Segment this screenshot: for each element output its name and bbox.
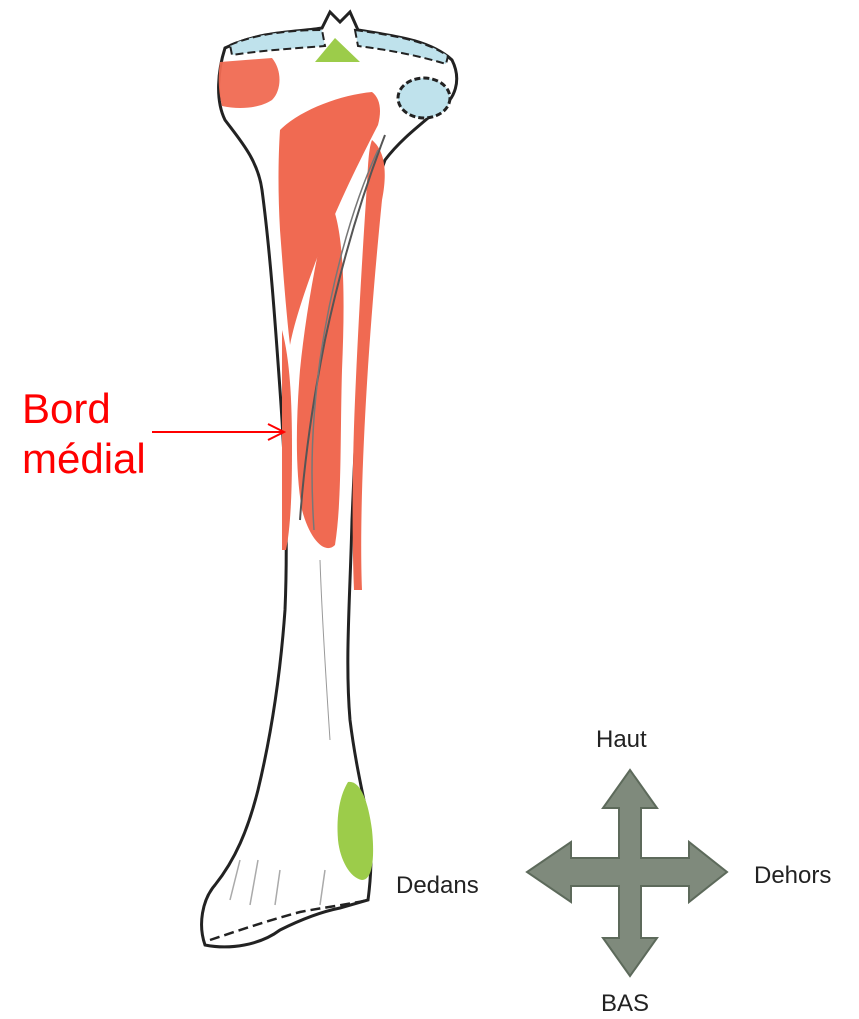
orientation-compass-arrow (527, 770, 727, 976)
bord-medial-label: Bord médial (22, 384, 146, 485)
direction-medial-label: Dedans (396, 872, 479, 900)
fibular-facet (398, 78, 450, 118)
bord-medial-label-line2: médial (22, 434, 146, 484)
direction-down-label: BAS (601, 990, 649, 1018)
direction-up-label: Haut (596, 726, 647, 754)
direction-lateral-label: Dehors (754, 862, 831, 890)
bord-medial-label-line1: Bord (22, 384, 146, 434)
upper-medial-muscle-insertion (219, 58, 280, 108)
